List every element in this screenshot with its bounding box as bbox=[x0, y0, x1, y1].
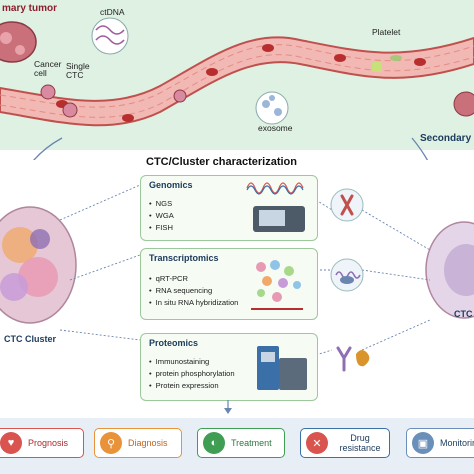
scatter-plot-illustration bbox=[251, 260, 303, 310]
bullet-list: Immunostaining protein phosphorylation P… bbox=[149, 356, 235, 392]
chromosome-icon bbox=[330, 188, 364, 222]
transcriptomics-box: Transcriptomics qRT-PCR RNA sequencing I… bbox=[140, 248, 318, 320]
outcome-treatment: ◐ Treatment bbox=[197, 428, 285, 458]
primary-tumor-mass bbox=[0, 21, 37, 63]
list-item: Protein expression bbox=[149, 380, 235, 392]
antibody-icon bbox=[336, 346, 370, 372]
genomics-box: Genomics NGS WGA FISH bbox=[140, 175, 318, 241]
outcome-label: Diagnosis bbox=[128, 438, 168, 448]
outcome-diagnosis: ⚲ Diagnosis bbox=[94, 428, 182, 458]
outcome-label: Drug resistance bbox=[339, 433, 381, 453]
monitor-icon: ▣ bbox=[412, 432, 434, 454]
cancer-cell bbox=[40, 84, 56, 100]
platelet-label: Platelet bbox=[372, 27, 401, 37]
platelet bbox=[390, 55, 402, 61]
outcome-drug-resistance: ✕ Drug resistance bbox=[300, 428, 390, 458]
mass-spectrometer-illustration bbox=[257, 346, 307, 390]
ctc-cluster-label: CTC Cluster bbox=[4, 334, 57, 344]
outcome-label: Treatment bbox=[231, 438, 272, 448]
list-item: NGS bbox=[149, 198, 174, 210]
proteomics-box: Proteomics Immunostaining protein phosph… bbox=[140, 333, 318, 401]
section-title: CTC/Cluster characterization bbox=[146, 156, 297, 168]
blood-vessel bbox=[0, 36, 474, 127]
list-item: qRT-PCR bbox=[149, 273, 238, 285]
list-item: In situ RNA hybridization bbox=[149, 297, 239, 309]
heart-icon: ♥ bbox=[0, 432, 22, 454]
cancer-cell-label: Cancer cell bbox=[34, 59, 62, 78]
list-item: protein phosphorylation bbox=[149, 368, 235, 380]
rna-icon bbox=[330, 258, 364, 292]
list-item: WGA bbox=[149, 210, 174, 222]
ctc-cluster-illustration bbox=[0, 206, 77, 324]
exosome-bubble bbox=[255, 91, 289, 125]
box-title: Proteomics bbox=[149, 338, 199, 348]
outcome-prognosis: ♥ Prognosis bbox=[0, 428, 84, 458]
blood-vessel-illustration bbox=[0, 17, 474, 160]
single-ctc bbox=[62, 102, 78, 118]
single-ctc-label: Single CTC bbox=[66, 61, 90, 80]
outcome-monitoring: ▣ Monitoring bbox=[406, 428, 474, 458]
ctdna-bubble bbox=[91, 17, 129, 55]
list-item: RNA sequencing bbox=[149, 285, 238, 297]
list-item: Immunostaining bbox=[149, 356, 235, 368]
box-title: Transcriptomics bbox=[149, 253, 219, 263]
connector-lines bbox=[59, 184, 431, 390]
sequencer-illustration bbox=[246, 182, 305, 232]
bullet-list: qRT-PCR RNA sequencing In situ RNA hybri… bbox=[149, 273, 239, 309]
list-item: FISH bbox=[149, 222, 174, 234]
single-ctc-illustration bbox=[425, 221, 474, 319]
ctdna-label: ctDNA bbox=[100, 7, 125, 17]
box-title: Genomics bbox=[149, 180, 193, 190]
secondary-tumor-mass bbox=[453, 91, 474, 117]
bullet-list: NGS WGA FISH bbox=[149, 198, 174, 234]
pill-icon: ◐ bbox=[203, 432, 225, 454]
secondary-label: Secondary bbox=[420, 133, 472, 144]
primary-tumor-label: mary tumor bbox=[2, 3, 58, 14]
exosome-label: exosome bbox=[258, 123, 293, 133]
ctc-right-label: CTC bbox=[454, 309, 473, 319]
pill-cross-icon: ✕ bbox=[306, 432, 328, 454]
magnifier-icon: ⚲ bbox=[100, 432, 122, 454]
down-arrow bbox=[224, 400, 232, 414]
outcome-label: Monitoring bbox=[440, 438, 474, 448]
outcome-label: Prognosis bbox=[28, 438, 69, 448]
